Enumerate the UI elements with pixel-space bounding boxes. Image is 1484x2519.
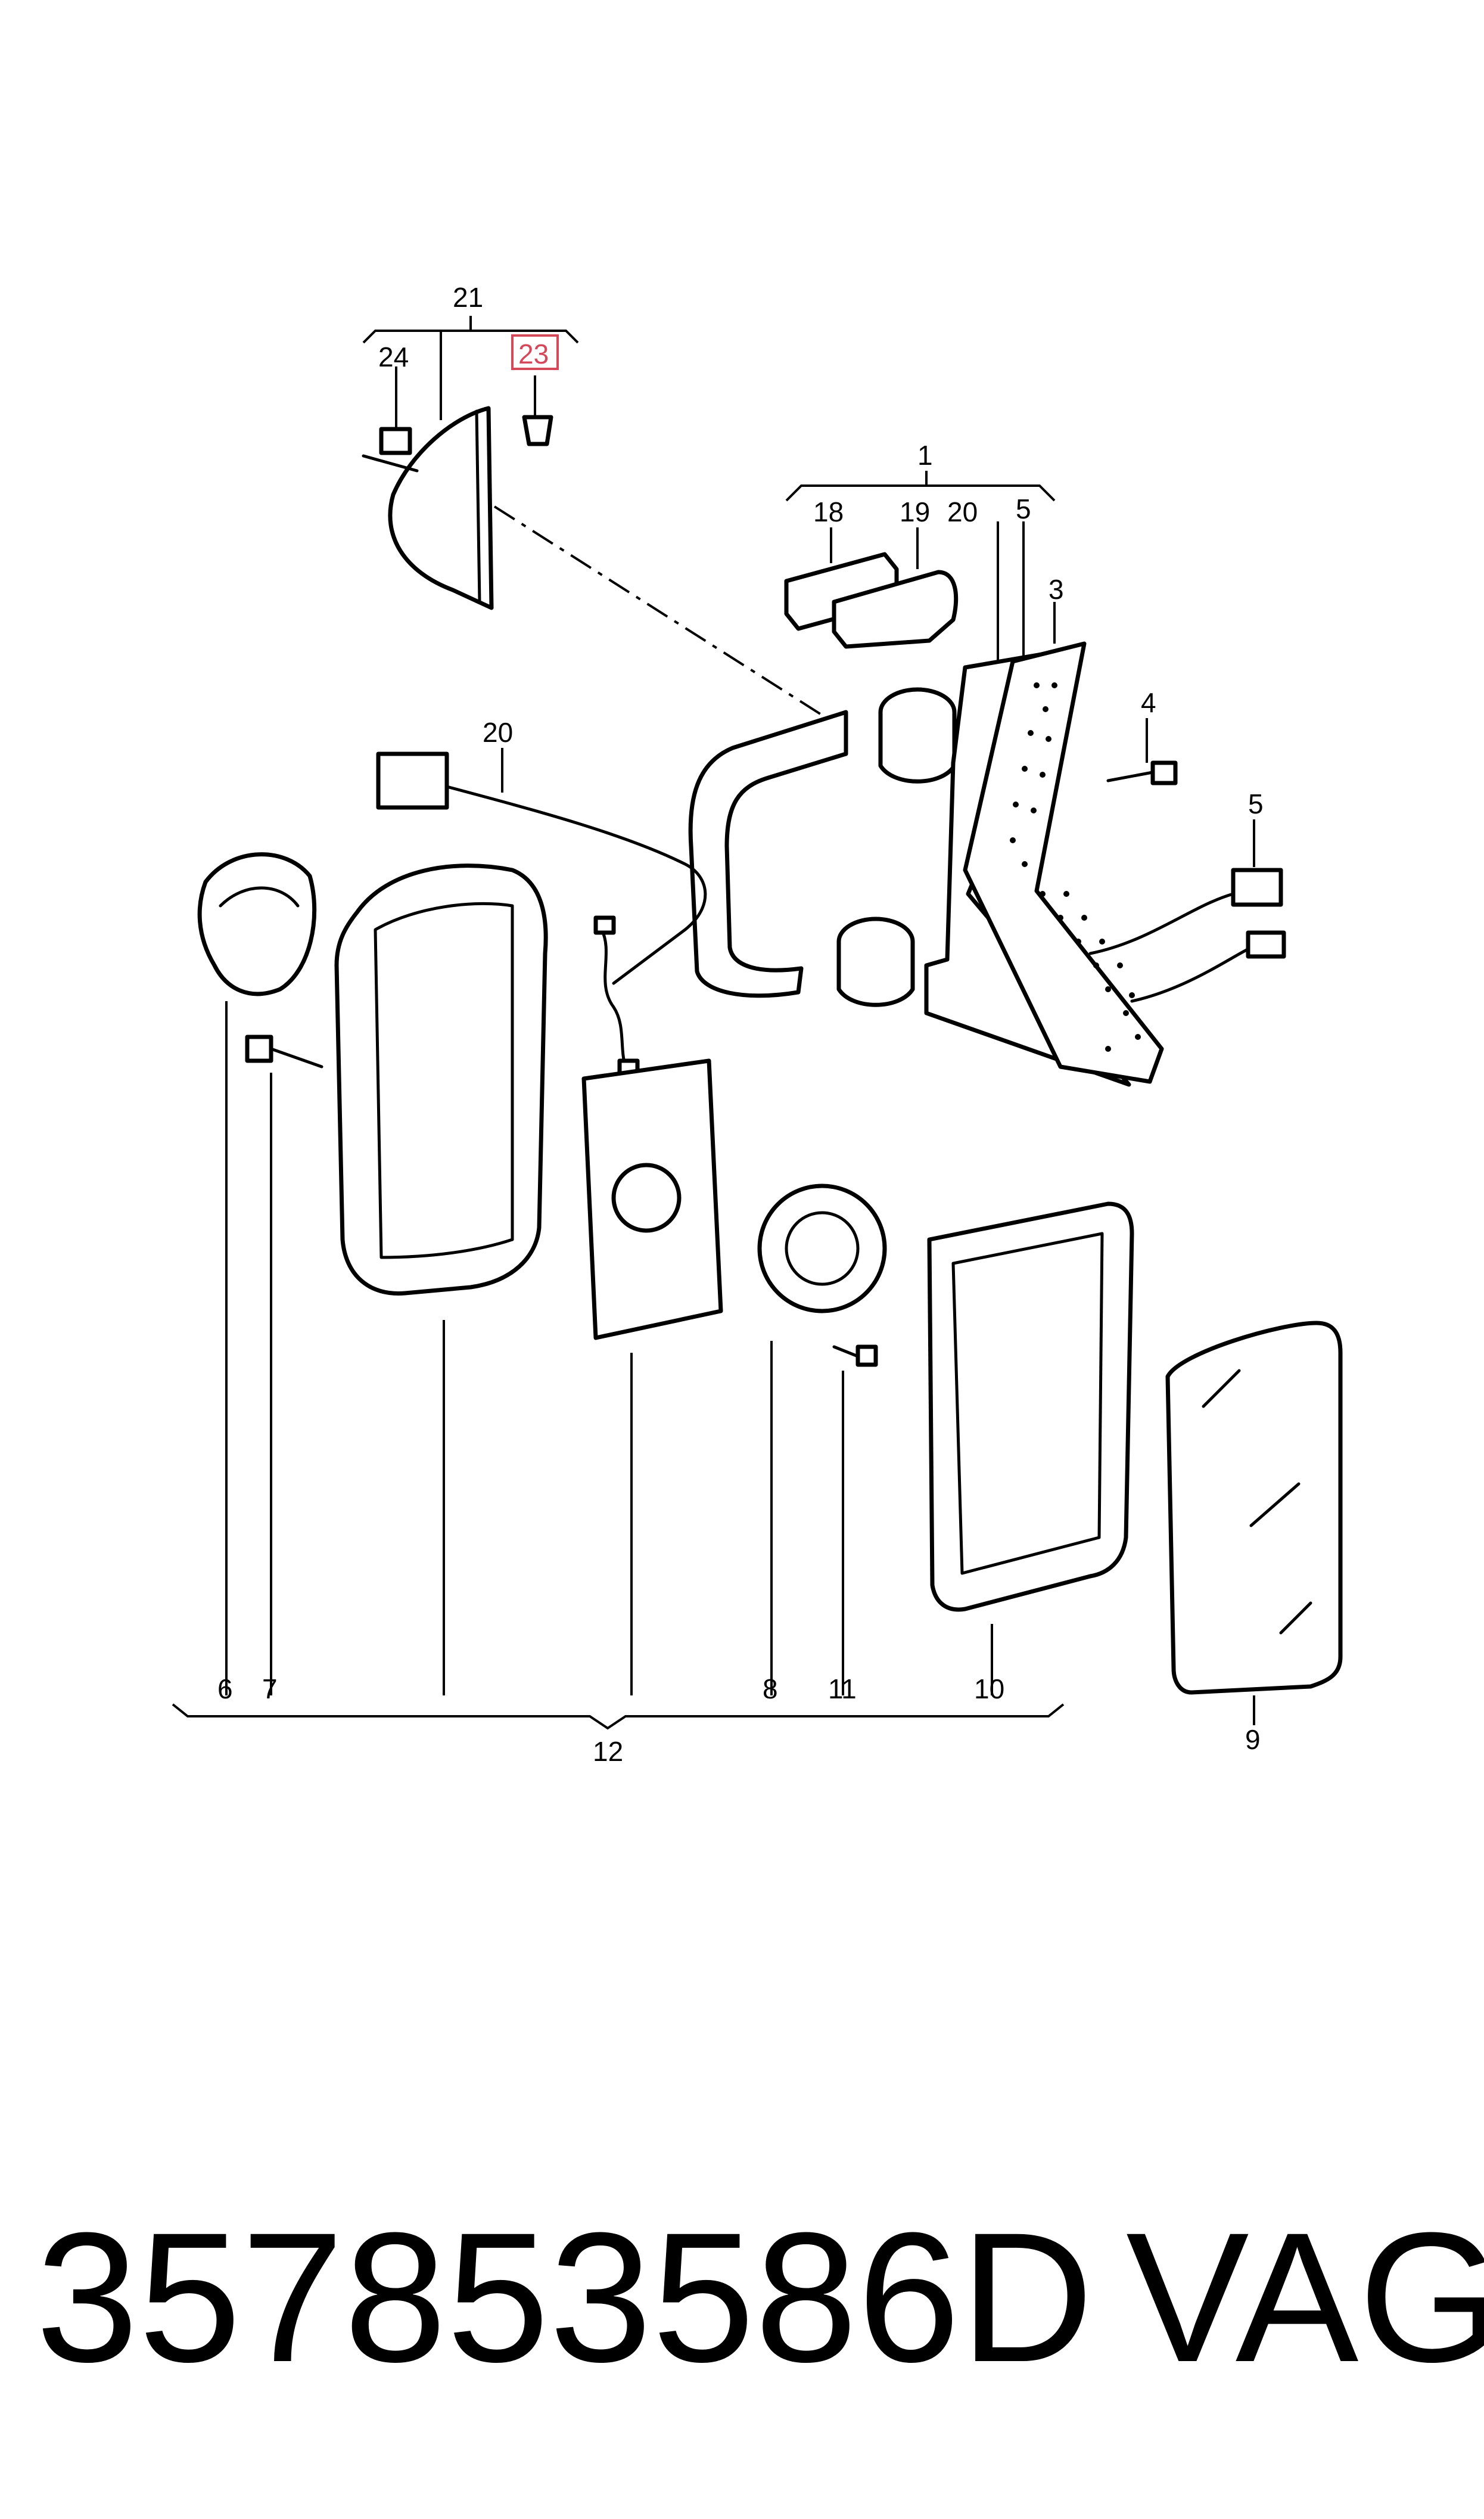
callout-20-top: 20	[947, 496, 978, 527]
callout-9: 9	[1245, 1724, 1261, 1755]
callout-7: 7	[262, 1673, 278, 1704]
callout-21: 21	[453, 282, 483, 313]
bolt-7	[245, 1035, 323, 1695]
frame-10	[927, 1201, 1134, 1612]
pin-23	[522, 415, 553, 446]
connector-5	[1088, 819, 1283, 955]
callout-6: 6	[217, 1673, 233, 1704]
wire-harness-20	[376, 748, 707, 1078]
glass-9	[1165, 1321, 1343, 1695]
cap-group	[362, 316, 579, 610]
mirror-arm-tube	[688, 710, 848, 998]
footer: 357853586D VAG	[36, 2205, 1484, 2390]
bracket-19	[832, 570, 959, 649]
screw-4	[1106, 718, 1178, 785]
motor-8	[757, 1184, 887, 1313]
mirror-housing	[334, 864, 548, 1296]
gasket-dots	[1010, 682, 1141, 1052]
callout-18: 18	[813, 496, 844, 527]
callout-23: 23	[518, 338, 549, 369]
callout-3: 3	[1049, 574, 1064, 605]
callout-24: 24	[378, 341, 409, 372]
screw-11	[832, 1344, 878, 1695]
callout-4: 4	[1141, 687, 1156, 718]
callout-8: 8	[763, 1673, 778, 1704]
part-23-highlight-box	[511, 334, 559, 370]
cover-6	[197, 852, 317, 996]
callout-5: 5	[1248, 788, 1264, 819]
part-number: 357853586D	[36, 2194, 1094, 2400]
clip-24	[362, 427, 419, 473]
callout-10: 10	[974, 1673, 1004, 1704]
connector-lower	[1130, 930, 1286, 1003]
harness-plug	[376, 751, 449, 810]
callout-19: 19	[900, 496, 930, 527]
mirror-cap	[388, 406, 494, 610]
callout-1: 1	[917, 440, 933, 471]
callout-12: 12	[593, 1736, 623, 1767]
callout-5-top: 5	[1016, 493, 1031, 524]
brand: VAG	[1126, 2194, 1484, 2400]
arm-assembly	[688, 471, 1286, 1087]
gasket-3	[963, 641, 1164, 1084]
callout-20: 20	[483, 717, 513, 748]
callout-11: 11	[828, 1673, 857, 1704]
